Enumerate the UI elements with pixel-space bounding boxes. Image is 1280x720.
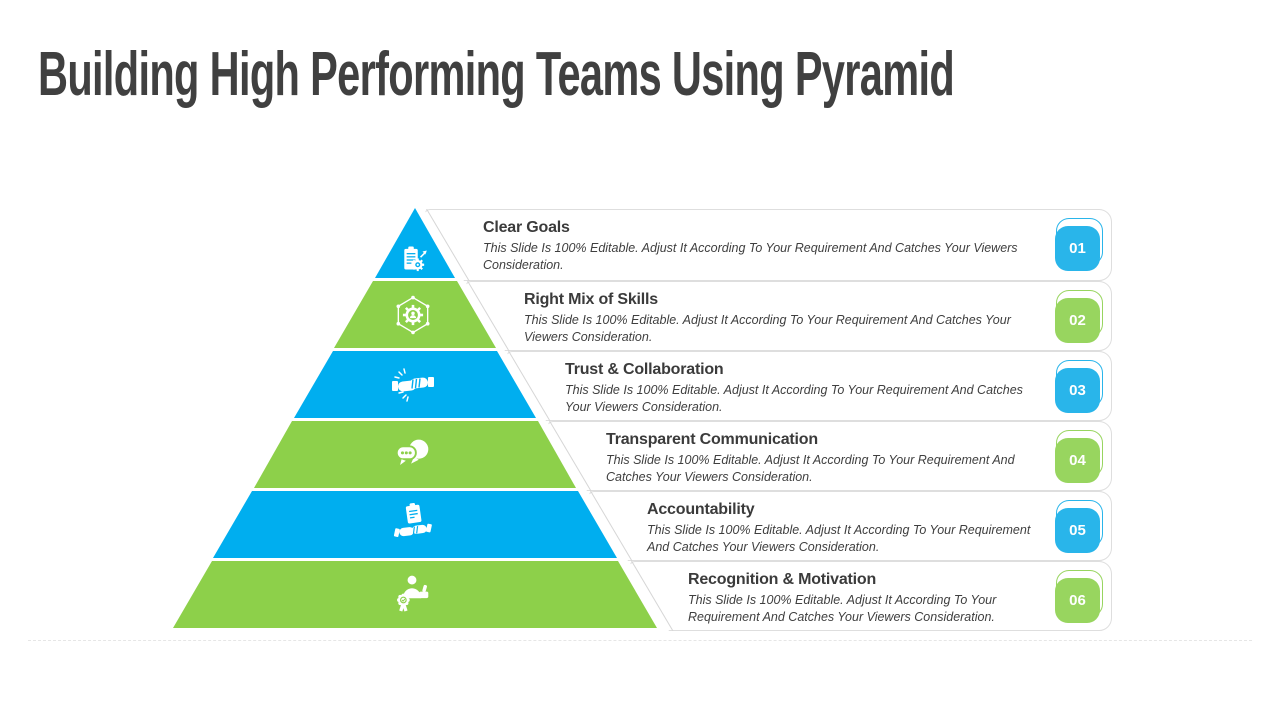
level-description: This Slide Is 100% Editable. Adjust It A… [565, 383, 1023, 414]
level-card-accountability: Accountability This Slide Is 100% Editab… [588, 491, 1112, 561]
clipboard-gear-icon [404, 246, 427, 272]
level-card-right-mix-of-skills: Right Mix of Skills This Slide Is 100% E… [465, 281, 1112, 351]
level-title: Clear Goals [483, 219, 570, 236]
person-thumbs-up-award-icon [397, 575, 429, 612]
number-badge: 06 [1055, 578, 1100, 623]
pyramid-diagram [173, 208, 657, 628]
handshake-icon [392, 368, 434, 402]
level-title: Trust & Collaboration [565, 361, 724, 378]
number-badge: 01 [1055, 226, 1100, 271]
level-card-trust-collaboration: Trust & Collaboration This Slide Is 100%… [506, 351, 1112, 421]
number-badge: 05 [1055, 508, 1100, 553]
level-card-transparent-communication: Transparent Communication This Slide Is … [547, 421, 1112, 491]
level-card-clear-goals: Clear Goals This Slide Is 100% Editable.… [424, 209, 1112, 281]
number-badge: 03 [1055, 368, 1100, 413]
chat-bubbles-icon [395, 439, 429, 465]
level-title: Recognition & Motivation [688, 571, 877, 588]
number-badge: 04 [1055, 438, 1100, 483]
page-title: Building High Performing Teams Using Pyr… [38, 44, 1280, 106]
clipboard-handshake-icon [393, 503, 432, 537]
page-title-text: Building High Performing Teams Using Pyr… [38, 40, 955, 109]
pyramid-level-5-band [213, 491, 617, 558]
level-description: This Slide Is 100% Editable. Adjust It A… [647, 523, 1031, 554]
level-title: Accountability [647, 501, 755, 518]
gear-person-hexagon-icon [396, 295, 430, 335]
level-title: Transparent Communication [606, 431, 818, 448]
level-title: Right Mix of Skills [524, 291, 658, 308]
level-description: This Slide Is 100% Editable. Adjust It A… [524, 313, 1011, 344]
number-badge: 02 [1055, 298, 1100, 343]
level-description: This Slide Is 100% Editable. Adjust It A… [483, 241, 1018, 272]
level-description: This Slide Is 100% Editable. Adjust It A… [606, 453, 1015, 484]
level-card-recognition-motivation: Recognition & Motivation This Slide Is 1… [629, 561, 1112, 631]
placeholder-guide-line [28, 640, 1252, 641]
level-description: This Slide Is 100% Editable. Adjust It A… [688, 593, 997, 624]
